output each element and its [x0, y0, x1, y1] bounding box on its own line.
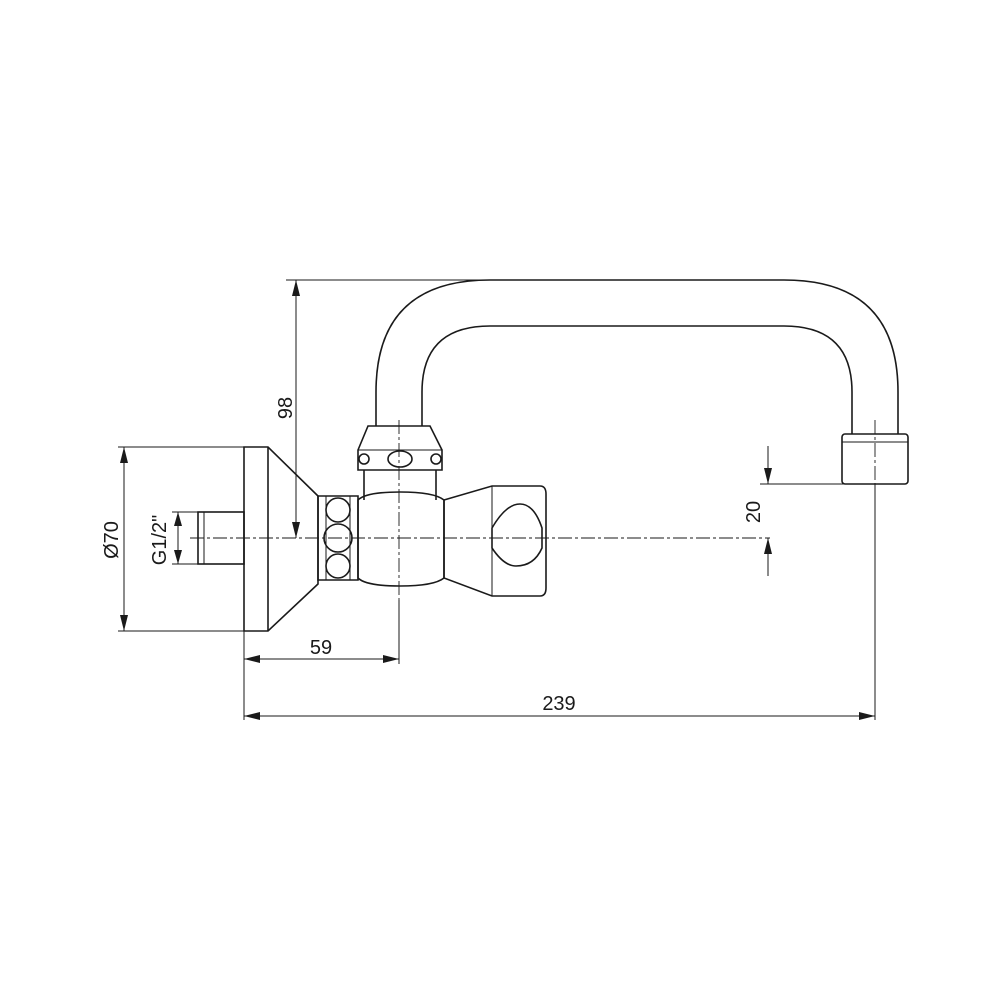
spout-tube: [375, 279, 899, 434]
dimension-label-59: 59: [310, 637, 332, 659]
dimension-label-20: 20: [743, 501, 765, 523]
dimension-flange-diameter: Ø70: [101, 446, 244, 632]
wall-flange: [243, 446, 319, 632]
handle-knob: [443, 485, 547, 597]
spout-collar: [357, 425, 443, 471]
dimension-label-thread: G1/2": [149, 515, 171, 565]
dimension-label-diameter: Ø70: [101, 521, 123, 559]
dimension-label-98: 98: [275, 397, 297, 419]
dimension-spout-reach: 239: [244, 484, 876, 720]
dimension-label-239: 239: [542, 693, 575, 715]
valve-body: [357, 470, 445, 587]
dimension-valve-projection: 59: [243, 600, 400, 720]
center-lines: [190, 420, 876, 600]
dimension-thread: G1/2": [149, 511, 198, 565]
dimension-outlet-offset: 20: [743, 446, 875, 576]
dimension-spout-height: 98: [275, 279, 490, 538]
